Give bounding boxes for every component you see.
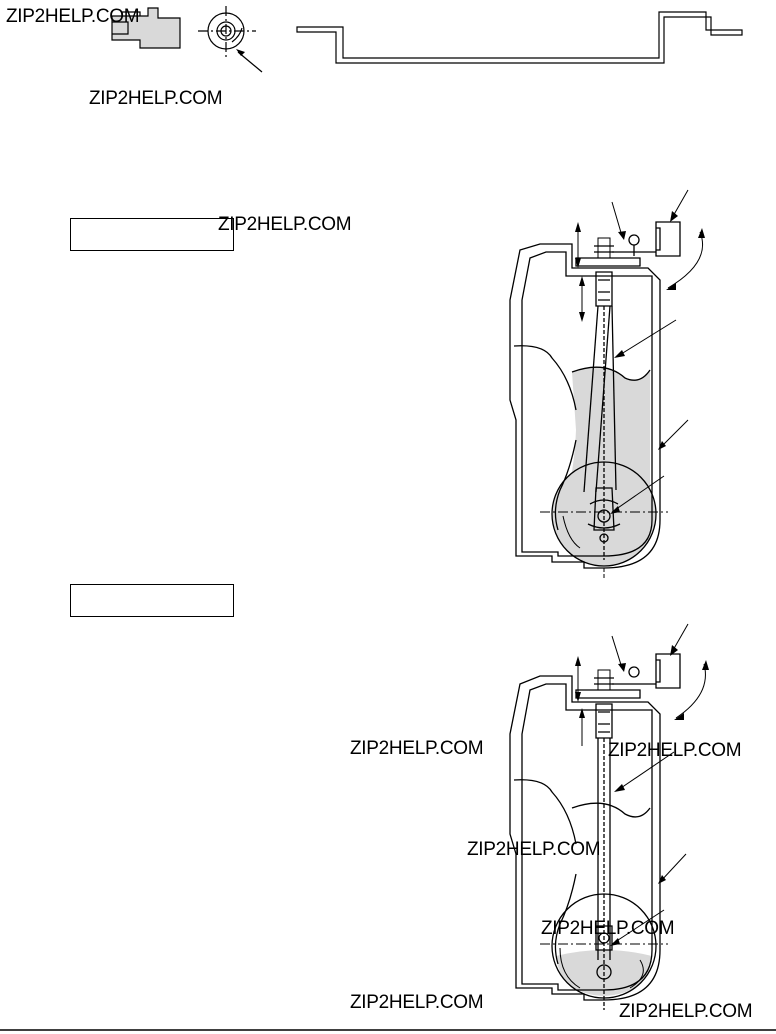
watermark-4: ZIP2HELP.COM xyxy=(350,738,484,759)
watermark-5: ZIP2HELP.COM xyxy=(608,740,742,761)
watermark-9: ZIP2HELP.COM xyxy=(619,1001,753,1022)
top-bracket-profile xyxy=(296,11,743,64)
top-part-side-view xyxy=(111,7,181,49)
upper-tank-arrowheads xyxy=(575,211,705,514)
watermark-7: ZIP2HELP.COM xyxy=(541,918,675,939)
watermark-1: ZIP2HELP.COM xyxy=(6,6,140,27)
lower-tank-arrowheads xyxy=(575,645,709,946)
label-box-upper xyxy=(70,218,234,251)
upper-tank-diagram xyxy=(509,189,704,578)
top-part-front-view xyxy=(198,6,263,73)
top-leader-arrowhead xyxy=(236,49,245,56)
watermark-8: ZIP2HELP.COM xyxy=(350,992,484,1013)
watermark-3: ZIP2HELP.COM xyxy=(218,214,352,235)
watermark-6: ZIP2HELP.COM xyxy=(467,839,601,860)
lower-tank-diagram xyxy=(509,623,706,1010)
label-box-lower xyxy=(70,584,234,617)
watermark-2: ZIP2HELP.COM xyxy=(89,88,223,109)
